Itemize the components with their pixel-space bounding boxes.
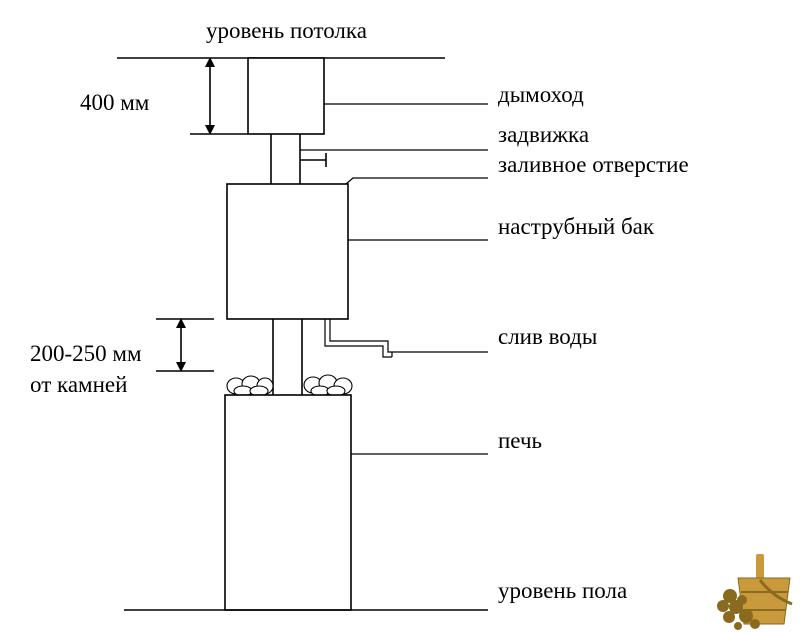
fill-opening: заливное отверстие: [345, 152, 689, 185]
stones-clearance-label-1: 200-250 мм: [30, 341, 142, 366]
stones-clearance-label-2: от камней: [30, 372, 127, 397]
ceiling-level: уровень потолка: [117, 18, 445, 59]
stove-label: печь: [498, 428, 542, 453]
damper: задвижка: [300, 122, 589, 167]
stove: печь: [224, 394, 542, 611]
lower-pipe: [272, 319, 303, 395]
chimney-label: дымоход: [498, 82, 584, 107]
ceiling-level-label: уровень потолка: [206, 18, 367, 43]
chimney: дымоход: [190, 57, 584, 135]
floor-level-label: уровень пола: [498, 578, 627, 603]
tank: наструбный бак: [226, 183, 655, 320]
tank-label: наструбный бак: [498, 214, 655, 239]
damper-label: задвижка: [498, 122, 589, 147]
water-drain-label: слив воды: [498, 324, 597, 349]
stones: [226, 374, 353, 397]
water-drain: слив воды: [324, 319, 597, 358]
stones-clearance-dimension: 200-250 мм от камней: [30, 318, 214, 397]
chimney-clearance-dimension: 400 мм: [80, 57, 215, 135]
bath-bucket-whisk-icon: [717, 554, 793, 630]
chimney-clearance-label: 400 мм: [80, 90, 150, 115]
fill-opening-label: заливное отверстие: [498, 152, 689, 177]
floor-level: уровень пола: [124, 578, 627, 611]
upper-pipe: [270, 134, 301, 184]
